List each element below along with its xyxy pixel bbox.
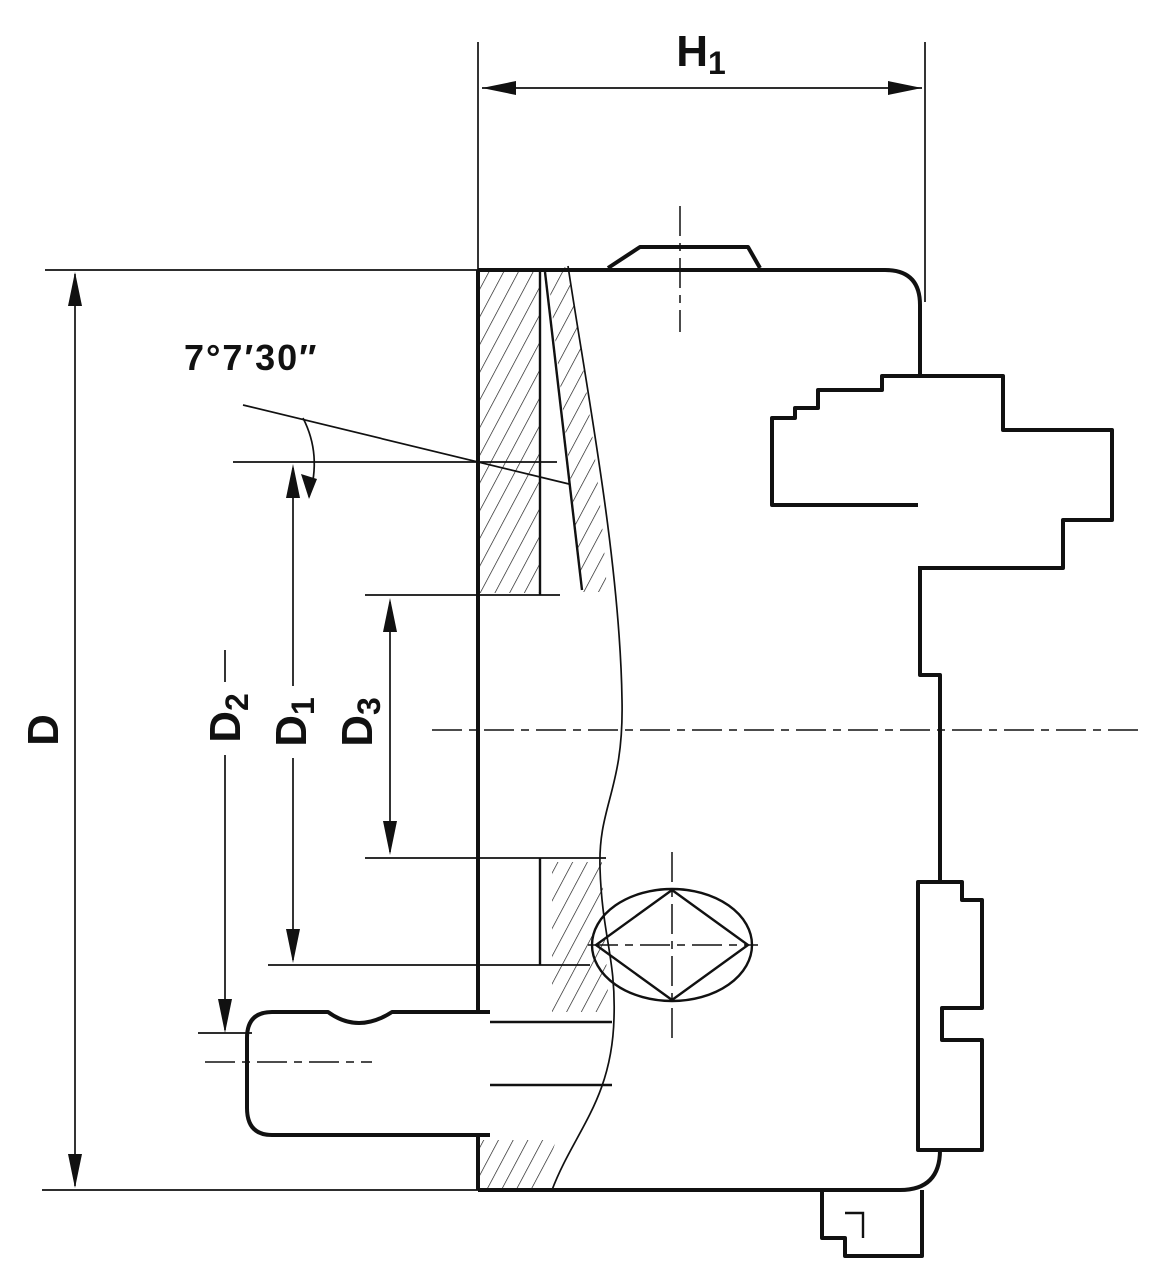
dim-label-d2: D2 <box>201 693 255 743</box>
bore-lines <box>490 271 612 1087</box>
dim-label-d: D <box>19 714 68 746</box>
taper-line <box>543 271 584 591</box>
dimension-d2: D2 <box>201 650 255 1033</box>
dimension-d1: D1 <box>267 464 321 963</box>
centerlines <box>205 206 1138 1063</box>
bottom-jaw <box>916 880 984 1152</box>
section-hatching <box>480 266 609 1188</box>
dimension-d3: D3 <box>333 598 397 855</box>
mounting-screw <box>606 245 762 270</box>
dimension-h1: H1 <box>482 27 922 95</box>
top-jaw <box>770 374 1114 570</box>
dimension-d: D <box>19 272 82 1188</box>
break-line <box>551 265 623 1191</box>
square-key-hole <box>593 888 751 1002</box>
angle-annotation: 7°7′30″ <box>184 337 570 499</box>
dim-label-h1: H1 <box>676 27 726 81</box>
extension-lines <box>42 42 926 1191</box>
key-socket <box>590 887 754 1003</box>
dim-label-d3: D3 <box>333 697 387 747</box>
key-boss <box>245 1010 490 1137</box>
chuck-body-outline <box>476 268 942 1192</box>
angle-label: 7°7′30″ <box>184 337 318 378</box>
bottom-jaw-lower-piece <box>820 1190 924 1258</box>
dim-label-d1: D1 <box>267 697 321 747</box>
